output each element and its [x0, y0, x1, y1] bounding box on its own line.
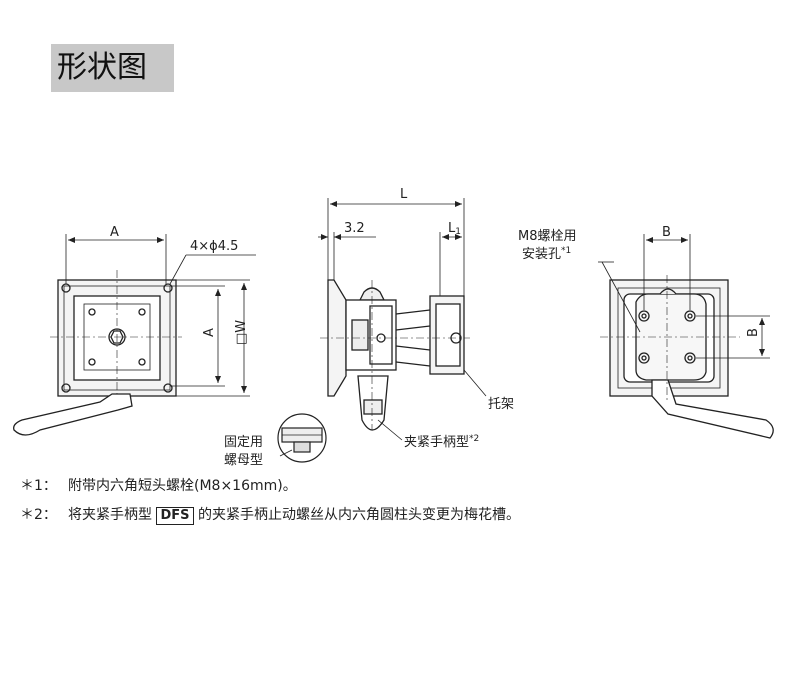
note-1: ＊1： 附带内六角短头螺栓(M8×16mm)。 [20, 475, 297, 495]
label-m8-line2: 安装孔*1 [522, 246, 571, 262]
side-dimensions [279, 198, 487, 457]
note-2-mark: ＊2： [20, 507, 57, 523]
front-clamp-handle [13, 393, 133, 436]
label-nut-line1: 固定用 [224, 435, 263, 450]
nut-detail [277, 413, 327, 463]
label-clamp-handle: 夹紧手柄型*2 [404, 434, 479, 450]
dim-W: □W [234, 320, 249, 345]
dim-B-top: B [662, 225, 671, 240]
label-nut-line2: 螺母型 [224, 453, 263, 468]
label-bracket: 托架 [488, 397, 514, 412]
rear-view [600, 275, 774, 439]
dim-B-side: B [746, 328, 761, 337]
page-title: 形状图 [51, 44, 174, 92]
note-1-mark: ＊1： [20, 478, 57, 494]
dim-A-top: A [110, 225, 119, 240]
dim-L1: L1 [448, 221, 461, 237]
front-view [13, 270, 182, 436]
rear-clamp-handle [651, 379, 774, 439]
label-m8-line1: M8螺栓用 [518, 229, 577, 244]
note-2: ＊2： 将夹紧手柄型 DFS 的夹紧手柄止动螺丝从内六角圆柱头变更为梅花槽。 [20, 504, 520, 525]
dfs-badge: DFS [156, 507, 194, 525]
dim-3-2: 3.2 [344, 221, 365, 236]
side-view [320, 279, 470, 431]
dim-hole-spec: 4×ϕ4.5 [190, 239, 238, 254]
dim-A-side: A [202, 328, 217, 337]
front-dimensions [65, 234, 256, 397]
note-2-pre: 将夹紧手柄型 [68, 507, 152, 523]
dim-L: L [400, 187, 408, 202]
rear-dimensions [598, 234, 770, 359]
note-2-post: 的夹紧手柄止动螺丝从内六角圆柱头变更为梅花槽。 [197, 507, 520, 523]
note-1-text: 附带内六角短头螺栓(M8×16mm)。 [68, 478, 297, 494]
